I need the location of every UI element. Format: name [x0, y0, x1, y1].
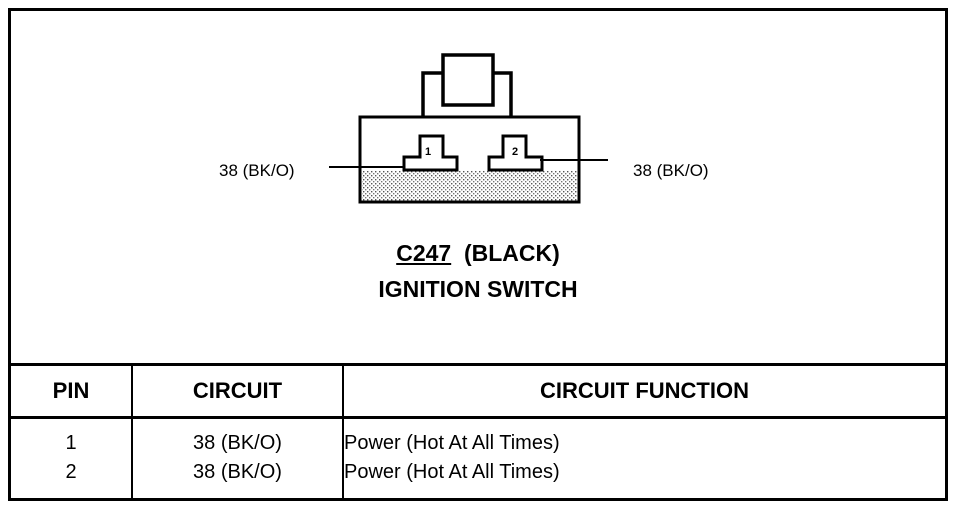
pin-column: 1 2	[11, 418, 132, 499]
table-row: 1 2 38 (BK/O) 38 (BK/O) Power (Hot At Al…	[11, 417, 945, 499]
circuit-cell: 38 (BK/O)	[193, 432, 282, 454]
connector-latch	[421, 53, 513, 117]
pin-table: PIN CIRCUIT CIRCUIT FUNCTION 1 2 38 (BK/…	[11, 363, 945, 498]
circuit-cell: 38 (BK/O)	[193, 461, 282, 483]
function-cell: Power (Hot At All Times)	[344, 432, 560, 454]
header-pin: PIN	[11, 363, 132, 419]
connector-drawing: 1 2	[329, 53, 608, 204]
connector-heading: C247 (BLACK)	[11, 239, 945, 267]
connector-diagram-area: 1 2 38 (BK/O) 38 (BK/O) C247 (BLACK) IGN…	[11, 11, 945, 363]
function-column: Power (Hot At All Times) Power (Hot At A…	[342, 417, 945, 498]
function-cell: Power (Hot At All Times)	[344, 461, 560, 483]
pin-2-terminal	[487, 134, 544, 172]
connector-color: (BLACK)	[463, 240, 560, 266]
circuit-column: 38 (BK/O) 38 (BK/O)	[131, 417, 343, 498]
header-circuit: CIRCUIT	[131, 363, 343, 419]
connector-name: IGNITION SWITCH	[378, 276, 578, 302]
left-wire-label: 38 (BK/O)	[219, 161, 295, 180]
pin-2-number: 2	[512, 146, 518, 158]
pin-cell: 2	[65, 461, 77, 483]
pin-1-number: 1	[425, 146, 431, 158]
connector-sheet: 1 2 38 (BK/O) 38 (BK/O) C247 (BLACK) IGN…	[8, 8, 948, 501]
header-circuit-function: CIRCUIT FUNCTION	[342, 363, 945, 419]
connector-id: C247	[396, 240, 452, 266]
pin-cell: 1	[65, 432, 77, 454]
pin-1-terminal	[402, 134, 459, 172]
pin-table-header: PIN CIRCUIT CIRCUIT FUNCTION	[11, 363, 945, 419]
right-wire-label: 38 (BK/O)	[633, 161, 709, 180]
